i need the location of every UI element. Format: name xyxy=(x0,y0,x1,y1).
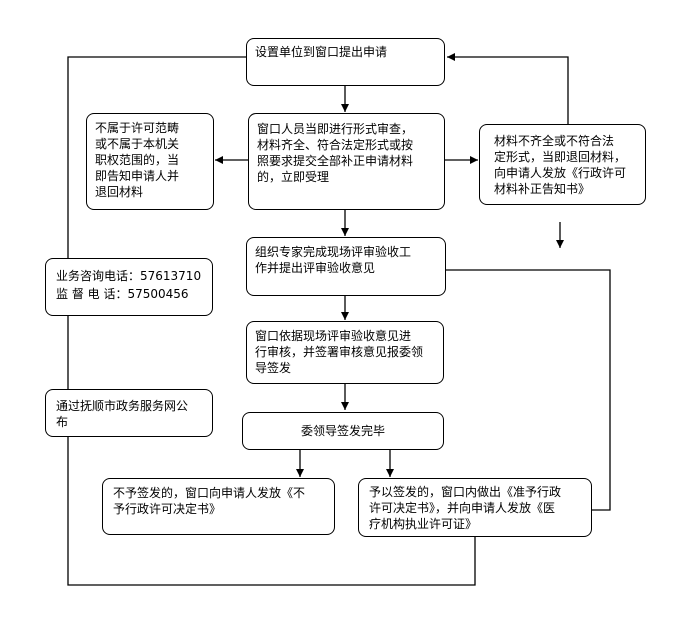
expert-box: 组织专家完成现场评审验收工 作并提出评审验收意见 xyxy=(246,237,446,296)
deny-box: 不予签发的，窗口向申请人发放《不 予行政许可决定书》 xyxy=(102,478,335,535)
line-grant-loop-to-apply xyxy=(67,56,476,586)
phone-box: 业务咨询电话：57613710 监 督 电 话：57500456 xyxy=(45,258,213,316)
out-of-scope-box: 不属于许可范畴 或不属于本机关 职权范围的，当 即告知申请人并 退回材料 xyxy=(86,113,214,210)
line-expert-to-grant xyxy=(446,269,611,511)
apply-box: 设置单位到窗口提出申请 xyxy=(246,38,445,86)
sign-box: 委领导签发完毕 xyxy=(242,412,444,450)
window-review-box: 窗口依据现场评审验收意见进 行审核，并签署审核意见报委领 导签发 xyxy=(246,321,444,384)
publish-box: 通过抚顺市政务服务网公 布 xyxy=(45,389,213,437)
arrow-incomplete-to-apply xyxy=(447,53,569,125)
review-box: 窗口人员当即进行形式审查， 材料齐全、符合法定形式或按 照要求提交全部补正申请材… xyxy=(248,113,445,210)
incomplete-box: 材料不齐全或不符合法 定形式，当即退回材料， 向申请人发放《行政许可 材料补正告… xyxy=(479,124,646,205)
grant-box: 予以签发的，窗口内做出《准予行政 许可决定书》，并向申请人发放《医 疗机构执业许… xyxy=(358,478,592,537)
